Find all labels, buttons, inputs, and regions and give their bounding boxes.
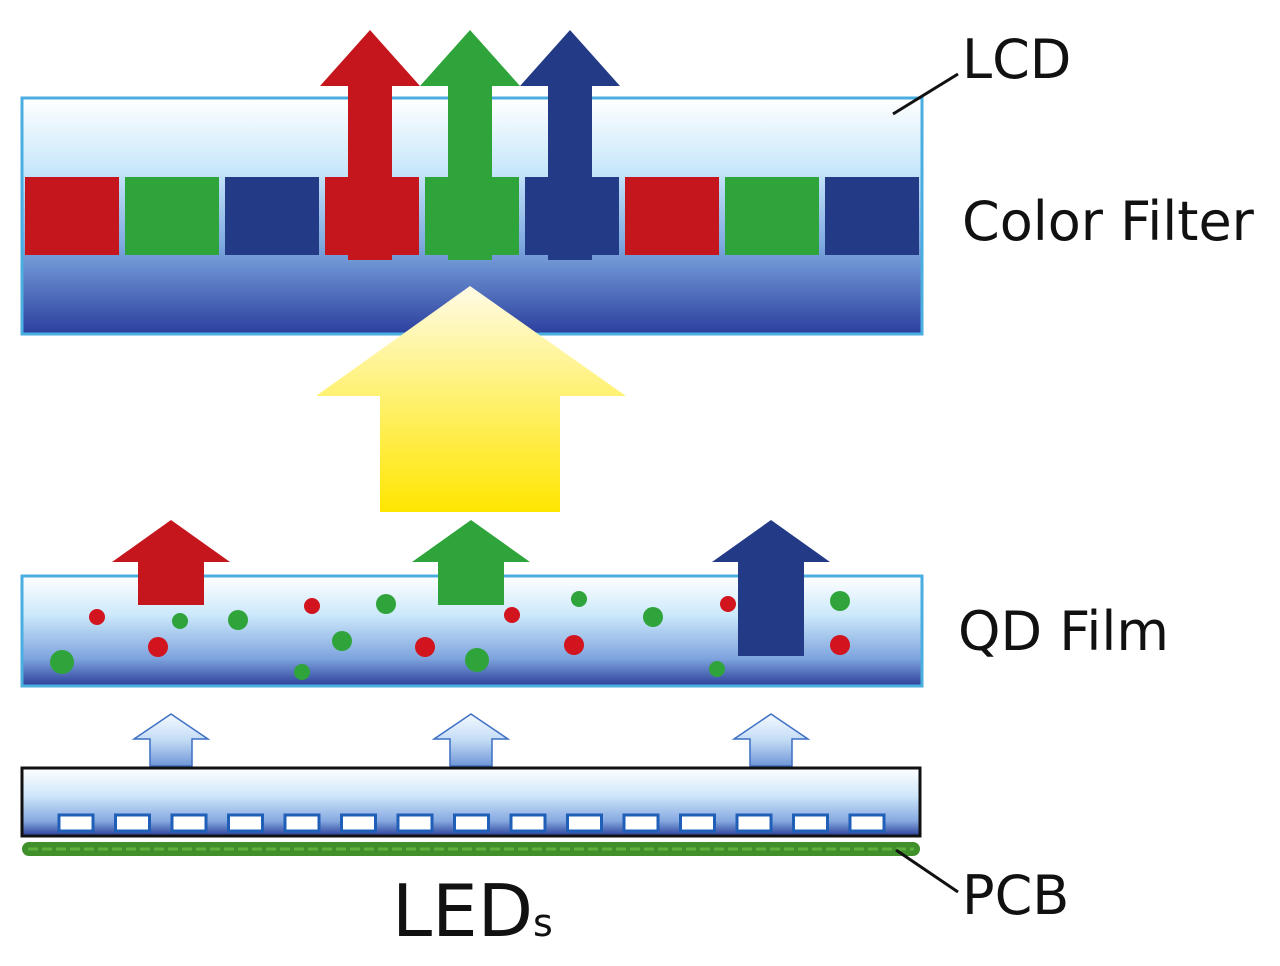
green-quantum-dot bbox=[376, 594, 396, 614]
led-chip bbox=[509, 813, 547, 833]
led-light-arrow bbox=[131, 713, 211, 767]
red-quantum-dot bbox=[415, 637, 435, 657]
green-quantum-dot bbox=[465, 648, 489, 672]
led-chip bbox=[679, 813, 716, 833]
led-chip bbox=[170, 813, 208, 833]
led-row bbox=[57, 813, 886, 833]
red-quantum-dot bbox=[89, 609, 105, 625]
red-output-arrow bbox=[320, 30, 420, 260]
led-light-arrow bbox=[731, 713, 811, 767]
green-quantum-dot bbox=[50, 650, 74, 674]
lcd-label: LCD bbox=[962, 28, 1071, 91]
red-quantum-dot bbox=[148, 637, 168, 657]
led-chip bbox=[57, 813, 95, 833]
led-chip bbox=[848, 813, 886, 833]
green-light-arrow bbox=[412, 520, 530, 605]
red-quantum-dot bbox=[564, 635, 584, 655]
led-chip bbox=[340, 813, 377, 833]
red-filter-cell bbox=[25, 177, 119, 255]
red-quantum-dot bbox=[830, 635, 850, 655]
pcb-leader-line bbox=[895, 848, 959, 894]
leds-label: LEDs bbox=[392, 869, 553, 953]
led-chip bbox=[227, 813, 264, 833]
led-chip bbox=[735, 813, 773, 833]
blue-filter-cell bbox=[225, 177, 319, 255]
led-light-arrow bbox=[431, 713, 511, 767]
red-quantum-dot bbox=[504, 607, 520, 623]
green-quantum-dot bbox=[228, 610, 248, 630]
leds-label-suffix: s bbox=[533, 901, 553, 945]
red-quantum-dot bbox=[720, 596, 736, 612]
green-quantum-dot bbox=[172, 613, 188, 629]
blue-filter-cell bbox=[825, 177, 919, 255]
green-quantum-dot bbox=[332, 631, 352, 651]
green-filter-cell bbox=[125, 177, 219, 255]
leds-label-main: LED bbox=[392, 869, 533, 953]
led-light-arrows bbox=[131, 713, 811, 767]
led-chip bbox=[396, 813, 434, 833]
blue-output-arrow bbox=[520, 30, 620, 260]
red-filter-cell bbox=[625, 177, 719, 255]
color-filter-label: Color Filter bbox=[962, 190, 1255, 253]
red-quantum-dot bbox=[304, 598, 320, 614]
green-quantum-dot bbox=[830, 591, 850, 611]
qd-film-label: QD Film bbox=[958, 600, 1169, 663]
lcd-leader-line bbox=[892, 72, 959, 116]
green-quantum-dot bbox=[643, 607, 663, 627]
green-output-arrow bbox=[420, 30, 520, 260]
led-chip bbox=[114, 813, 151, 833]
led-chip bbox=[453, 813, 490, 833]
green-quantum-dot bbox=[709, 661, 725, 677]
white-light-arrow bbox=[316, 286, 626, 512]
green-quantum-dot bbox=[294, 664, 310, 680]
qd-film bbox=[20, 520, 924, 688]
led-chip bbox=[622, 813, 660, 833]
led-backlight bbox=[20, 766, 922, 856]
pcb-label: PCB bbox=[962, 864, 1069, 927]
led-chip bbox=[792, 813, 829, 833]
red-light-arrow bbox=[112, 520, 230, 605]
led-chip bbox=[566, 813, 603, 833]
lcd-output-arrows bbox=[320, 30, 620, 260]
green-filter-cell bbox=[725, 177, 819, 255]
quantum-dots bbox=[50, 591, 850, 680]
green-quantum-dot bbox=[571, 591, 587, 607]
led-chip bbox=[283, 813, 321, 833]
blue-light-arrow bbox=[712, 520, 830, 656]
